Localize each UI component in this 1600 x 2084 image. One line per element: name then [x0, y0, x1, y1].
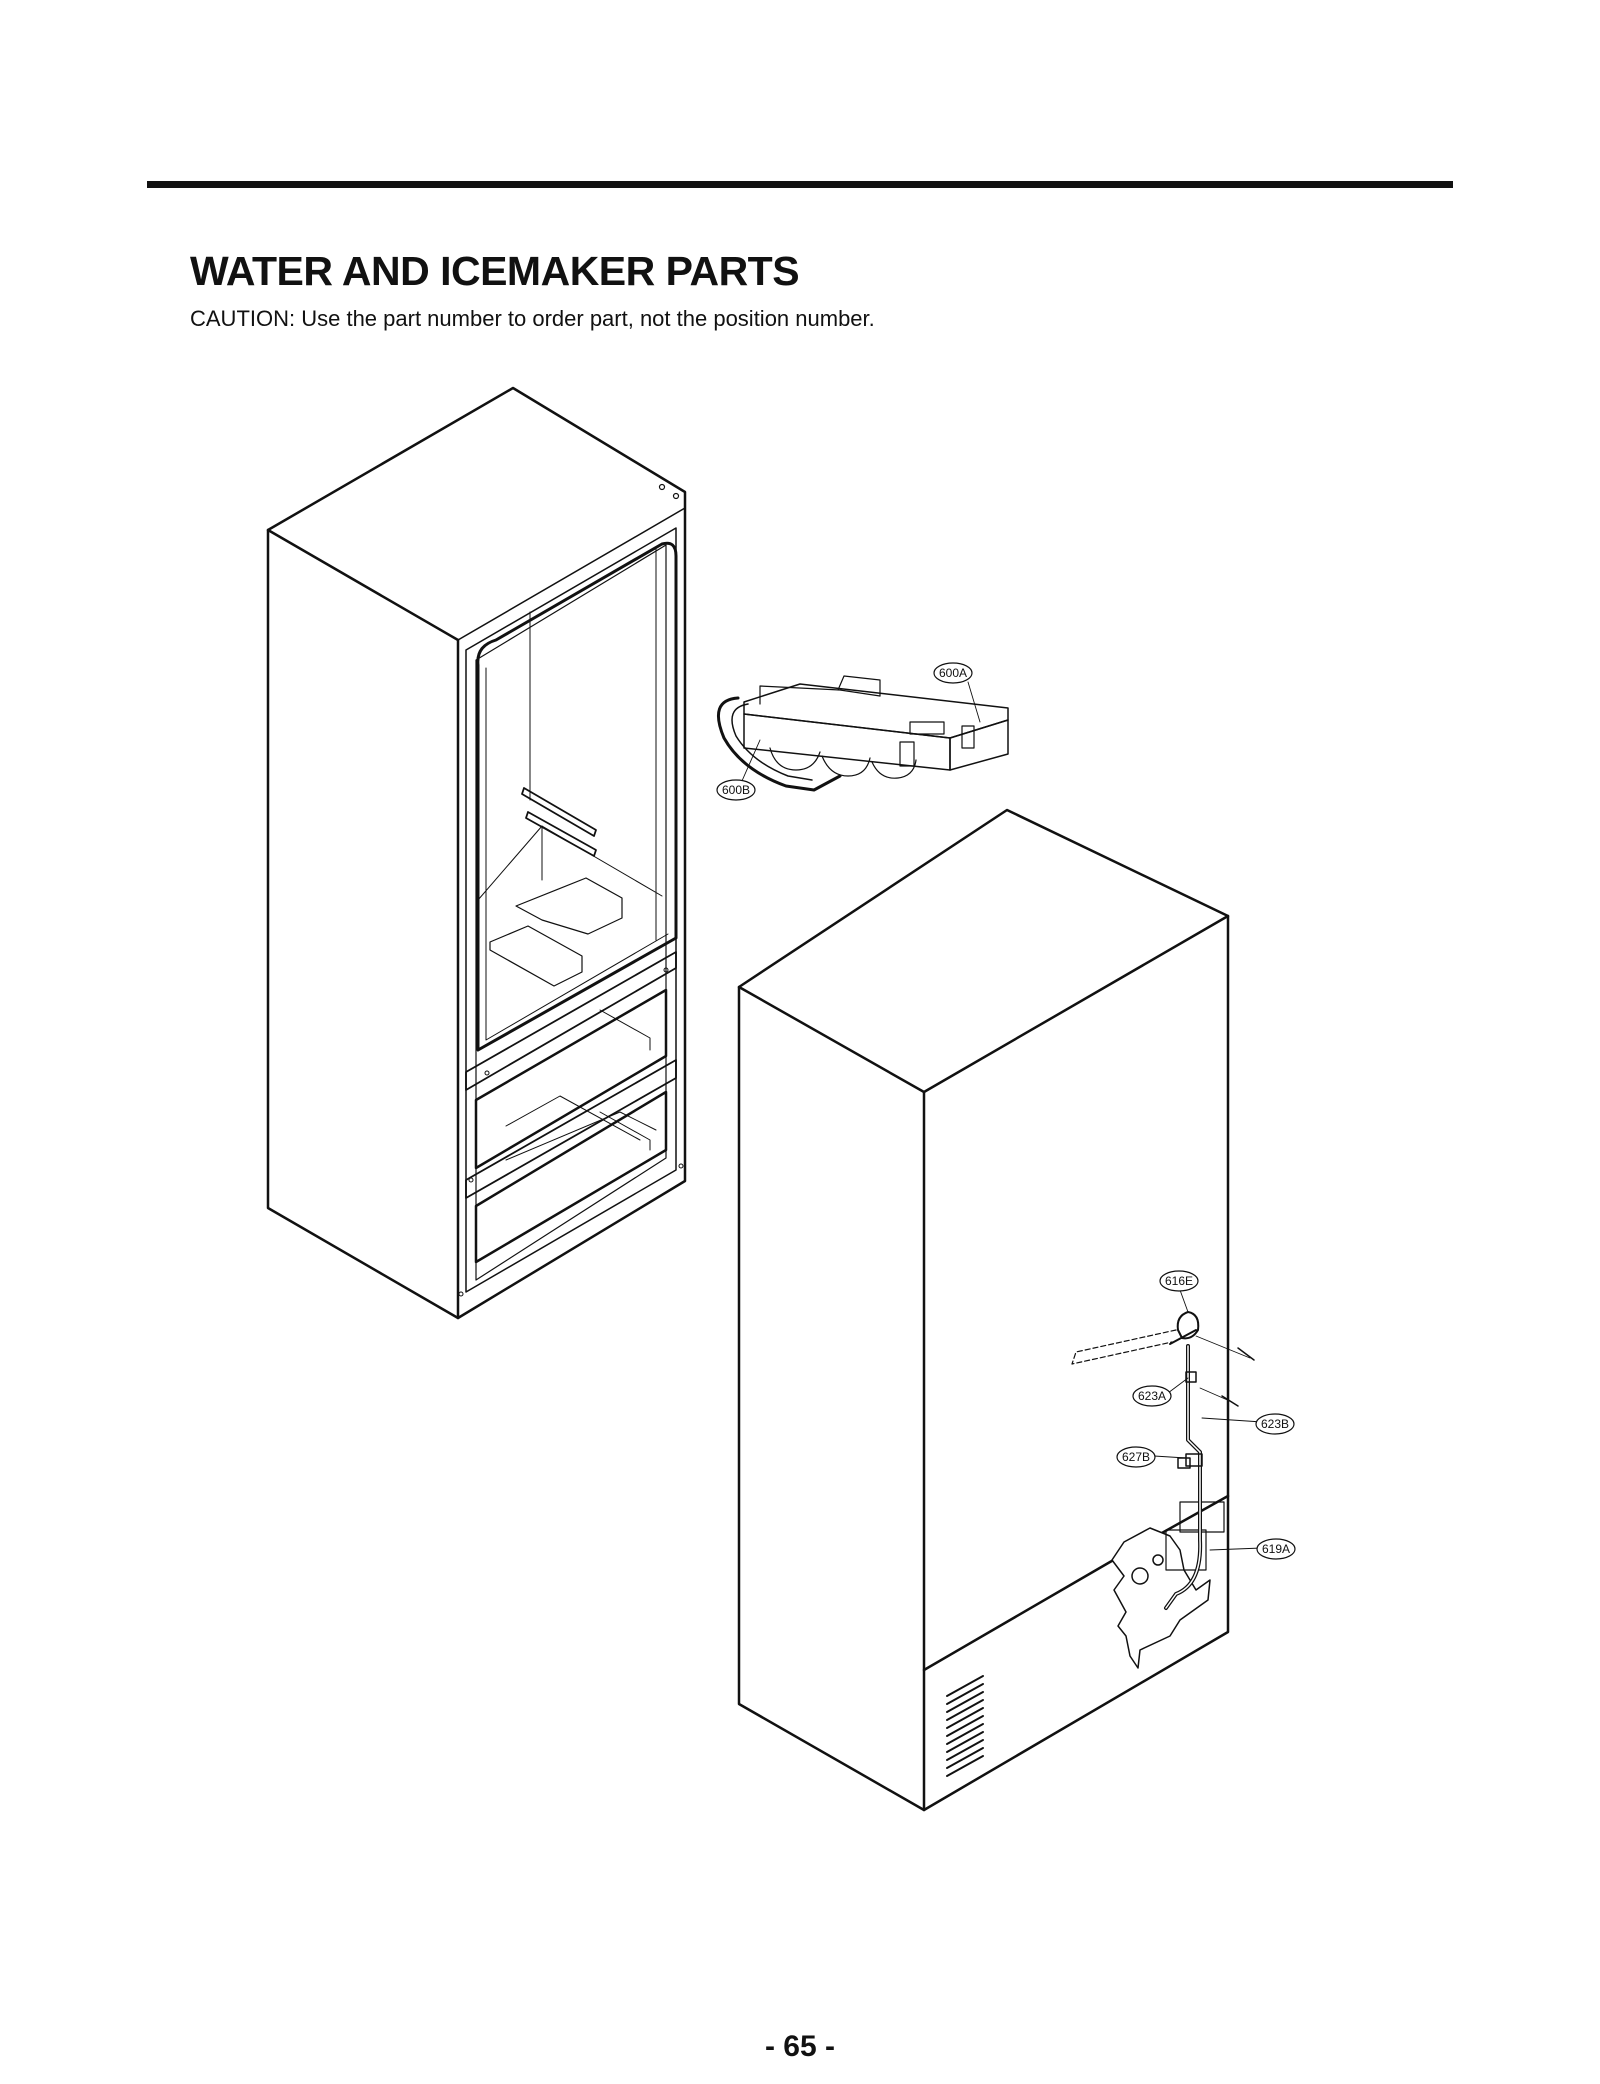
cabinet-front-view	[266, 386, 687, 1320]
cabinet-rear-view	[737, 808, 1255, 1812]
svg-text:623B: 623B	[1261, 1417, 1289, 1431]
svg-text:600B: 600B	[722, 783, 750, 797]
svg-text:619A: 619A	[1262, 1542, 1290, 1556]
svg-text:616E: 616E	[1165, 1274, 1193, 1288]
icemaker-assembly	[716, 675, 1009, 792]
page-title: WATER AND ICEMAKER PARTS	[190, 248, 800, 294]
header-rule	[147, 181, 1453, 188]
callout-627B: 627B	[1116, 1446, 1156, 1468]
page-number: - 65 -	[764, 2030, 836, 2063]
svg-text:623A: 623A	[1138, 1389, 1166, 1403]
callout-616E: 616E	[1159, 1270, 1199, 1292]
svg-text:600A: 600A	[939, 666, 967, 680]
callout-619A: 619A	[1256, 1538, 1296, 1560]
callout-600B: 600B	[716, 779, 756, 801]
svg-text:627B: 627B	[1122, 1450, 1150, 1464]
callout-623B: 623B	[1255, 1413, 1295, 1435]
caution-note: CAUTION: Use the part number to order pa…	[190, 306, 875, 331]
callout-623A: 623A	[1132, 1385, 1172, 1407]
callout-600A: 600A	[933, 662, 973, 684]
